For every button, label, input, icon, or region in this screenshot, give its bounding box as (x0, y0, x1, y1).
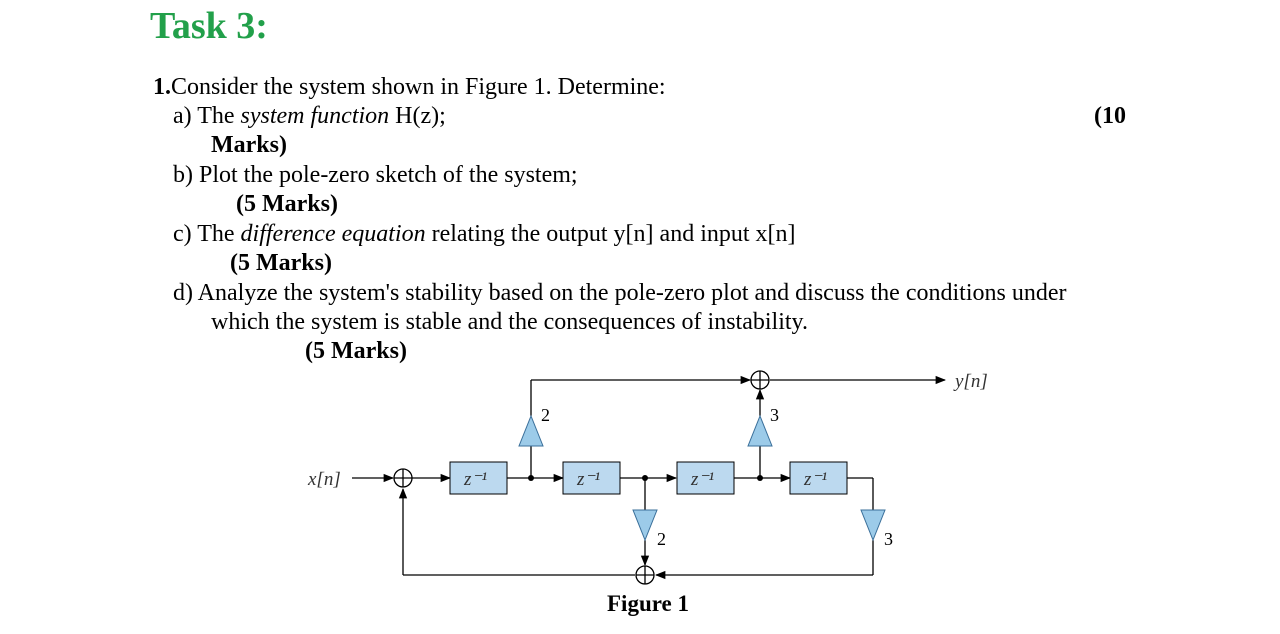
feedback-gain-triangle (860, 509, 886, 542)
part-d-line-2: which the system is stable and the conse… (211, 309, 808, 335)
output-label: y[n] (953, 371, 988, 392)
feedforward-gain-triangle (518, 414, 544, 447)
delay-block: z⁻¹ (676, 461, 735, 495)
delay-block: z⁻¹ (562, 461, 621, 495)
junction-dot (757, 475, 763, 481)
feedback-gain-label-1: 2 (657, 529, 666, 549)
question-intro-line: 1.Consider the system shown in Figure 1.… (153, 73, 666, 101)
part-a-prefix: a) The (173, 103, 241, 129)
junction-dot (528, 475, 534, 481)
part-a-marks-2: Marks) (211, 132, 287, 158)
feedback-gain-triangle (632, 509, 658, 542)
delay-label: z⁻¹ (576, 469, 600, 490)
question-intro: Consider the system shown in Figure 1. D… (171, 74, 666, 100)
delay-label: z⁻¹ (803, 469, 827, 490)
feedforward-gain-triangle (747, 414, 773, 447)
part-a-suffix: H(z); (389, 103, 446, 129)
delay-label: z⁻¹ (463, 469, 487, 490)
feedback-gain-label-2: 3 (884, 529, 893, 549)
feedforward-gain-label-2: 3 (770, 405, 779, 425)
output-adder (750, 370, 770, 390)
part-d-line-1: d) Analyze the system's stability based … (173, 280, 1067, 306)
junction-dot (642, 475, 648, 481)
task-heading: Task 3: (150, 5, 268, 47)
part-c-line: c) The difference equation relating the … (173, 220, 796, 248)
delay-label: z⁻¹ (690, 469, 714, 490)
delay-block: z⁻¹ (789, 461, 848, 495)
part-c-marks: (5 Marks) (230, 250, 332, 276)
part-d-marks: (5 Marks) (305, 338, 407, 364)
feedforward-gain-label-1: 2 (541, 405, 550, 425)
part-b-marks: (5 Marks) (236, 191, 338, 217)
delay-block: z⁻¹ (449, 461, 508, 495)
part-c-prefix: c) The (173, 221, 241, 247)
part-c-italic: difference equation (240, 221, 426, 247)
feedback-adder (635, 565, 655, 585)
part-a-italic: system function (240, 103, 390, 129)
question-number: 1. (153, 74, 171, 100)
part-a-marks-1: (10 (1094, 103, 1126, 129)
part-c-suffix: relating the output y[n] and input x[n] (425, 221, 796, 247)
part-b-line: b) Plot the pole-zero sketch of the syst… (173, 162, 578, 188)
figure-caption: Figure 1 (607, 591, 689, 616)
input-label: x[n] (307, 469, 341, 490)
input-adder (393, 468, 413, 488)
part-a-line: a) The system function H(z); (173, 102, 446, 130)
